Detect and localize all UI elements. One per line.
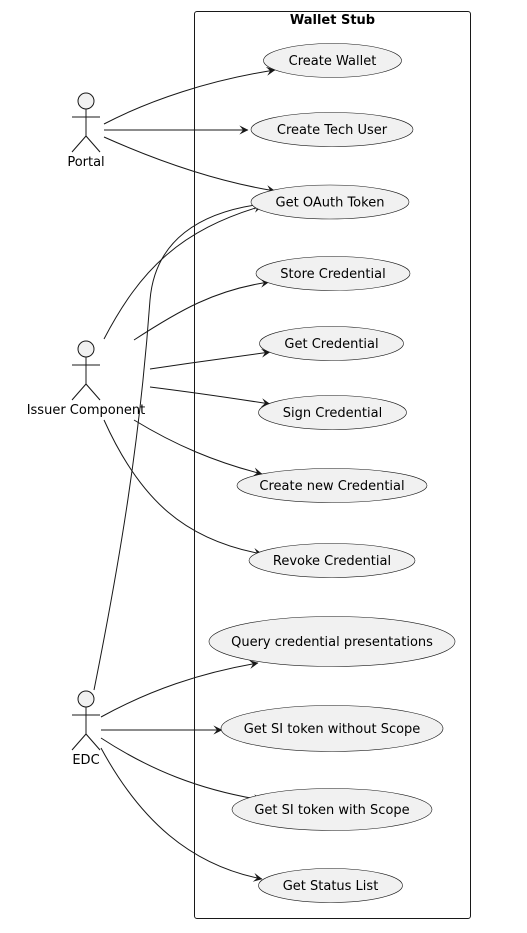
stick-figure-icon xyxy=(71,690,101,751)
use-case-label: Get Status List xyxy=(283,879,379,894)
use-case-get-credential[interactable]: Get Credential xyxy=(259,326,404,361)
actors: Portal Issuer Component EDC xyxy=(27,92,146,768)
association-issuer-create-new-credential xyxy=(133,419,263,477)
use-case-label: Get SI token with Scope xyxy=(254,803,409,818)
system-boundary: Wallet Stub xyxy=(194,11,471,919)
system-title: Wallet Stub xyxy=(290,13,375,28)
use-case-label: Create Wallet xyxy=(289,54,377,69)
association-portal-create-wallet xyxy=(103,66,276,125)
use-cases: Create Wallet Create Tech User Get OAuth… xyxy=(208,43,456,903)
actor-edc[interactable]: EDC xyxy=(71,690,101,768)
actor-issuer-component[interactable]: Issuer Component xyxy=(27,340,146,418)
use-case-sign-credential[interactable]: Sign Credential xyxy=(258,395,407,430)
association-edc-get-oauth-token xyxy=(93,200,263,691)
use-case-label: Create new Credential xyxy=(259,479,404,494)
association-portal-get-oauth-token xyxy=(103,136,276,195)
use-case-create-wallet[interactable]: Create Wallet xyxy=(263,43,402,78)
use-case-store-credential[interactable]: Store Credential xyxy=(255,256,411,291)
association-edc-query-credential-presentations xyxy=(100,660,259,718)
use-case-query-credential-presentations[interactable]: Query credential presentations xyxy=(208,616,456,667)
actor-portal[interactable]: Portal xyxy=(67,92,105,170)
association-issuer-get-credential xyxy=(149,348,271,370)
use-case-create-tech-user[interactable]: Create Tech User xyxy=(250,112,414,147)
use-case-label: Revoke Credential xyxy=(273,554,391,569)
association-issuer-sign-credential xyxy=(149,386,271,408)
association-issuer-store-credential xyxy=(133,278,270,341)
association-edc-get-si-token-with-scope xyxy=(100,737,263,804)
use-case-label: Get SI token without Scope xyxy=(244,722,421,737)
association-issuer-revoke-credential xyxy=(103,419,263,557)
use-case-get-status-list[interactable]: Get Status List xyxy=(258,868,403,903)
use-case-label: Sign Credential xyxy=(283,406,382,421)
use-case-get-si-token-without-scope[interactable]: Get SI token without Scope xyxy=(220,705,444,752)
use-case-label: Create Tech User xyxy=(277,123,388,138)
stick-figure-icon xyxy=(71,340,101,401)
actor-label: Issuer Component xyxy=(27,403,146,418)
use-case-label: Get Credential xyxy=(284,337,378,352)
association-issuer-get-oauth-token xyxy=(103,204,263,340)
use-case-create-new-credential[interactable]: Create new Credential xyxy=(236,468,428,503)
actor-label: EDC xyxy=(72,753,99,768)
use-case-label: Store Credential xyxy=(280,267,385,282)
use-case-label: Get OAuth Token xyxy=(276,196,385,211)
associations xyxy=(93,66,276,882)
actor-label: Portal xyxy=(67,155,104,170)
use-case-label: Query credential presentations xyxy=(231,635,433,650)
association-edc-get-status-list xyxy=(100,747,263,882)
stick-figure-icon xyxy=(71,92,101,153)
use-case-get-si-token-with-scope[interactable]: Get SI token with Scope xyxy=(231,788,433,831)
use-case-revoke-credential[interactable]: Revoke Credential xyxy=(248,543,416,578)
use-case-get-oauth-token[interactable]: Get OAuth Token xyxy=(250,184,410,220)
